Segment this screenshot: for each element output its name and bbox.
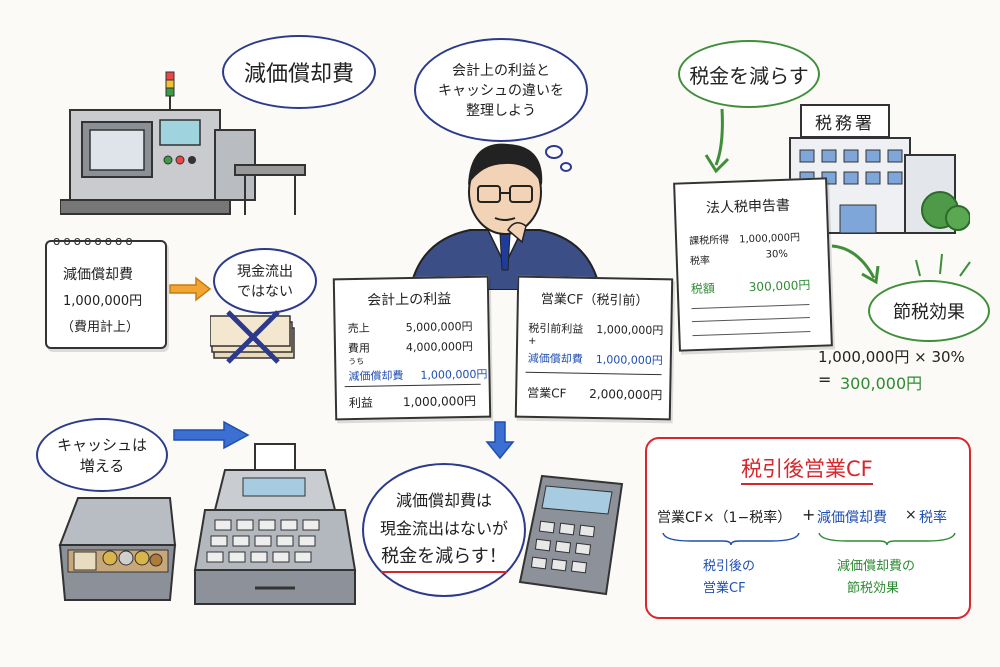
tax-calc-equals: = [818, 370, 832, 389]
note-card-spiral: 𝗈𝗈𝗈𝗈𝗈𝗈𝗈𝗈 [53, 234, 136, 248]
formula-part2: 減価償却費 [817, 510, 887, 526]
cf-total-value: 2,000,000円 [589, 386, 663, 403]
note-card-line1: 減価償却費 [63, 267, 133, 283]
cash-bubble-line2: 増える [79, 457, 125, 475]
cash-outflow-bubble: 現金流出 ではない [213, 248, 317, 314]
formula-label-right-2: 節税効果 [847, 581, 900, 596]
cf-row2-value: 1,000,000円 [595, 353, 663, 368]
cf-row1-label: 税引前利益 [528, 321, 584, 336]
crossed-banknotes-icon [210, 310, 295, 364]
calculator-illustration [518, 474, 624, 596]
tax-form-tax-value: 300,000円 [748, 278, 811, 295]
income-row-dep-label: 減価償却費 [348, 369, 404, 384]
formula-brace-left [662, 532, 800, 545]
tax-calc-line1: 1,000,000円 × 30% [818, 348, 965, 366]
income-statement-sheet: 会計上の利益 売上 5,000,000円 費用 4,000,000円 うち 減価… [332, 275, 492, 421]
cash-bubble-line1: キャッシュは [56, 436, 147, 454]
blue-arrow-right-icon [173, 420, 250, 450]
tax-form-income-label: 課税所得 [688, 234, 730, 248]
arrow-down-icon [485, 421, 515, 460]
corporate-tax-return-form: 法人税申告書 課税所得 1,000,000円 税率 30% 税額 300,000… [673, 177, 833, 352]
cash-outflow-line1: 現金流出 [237, 264, 293, 280]
cash-box-illustration [58, 497, 177, 601]
cf-sheet-divider [525, 371, 662, 376]
thought-line3: 整理しよう [466, 103, 536, 119]
thought-line2: キャッシュの違いを [438, 83, 564, 99]
depreciation-bubble: 減価償却費 [222, 35, 376, 109]
cf-row2-label: 減価償却費 [527, 351, 583, 366]
formula-part3: 税率 [919, 510, 947, 526]
industrial-machine-illustration [60, 71, 306, 215]
depreciation-note-card: 𝗈𝗈𝗈𝗈𝗈𝗈𝗈𝗈 減価償却費 1,000,000円 （費用計上） [45, 234, 167, 349]
formula-times: × [905, 507, 917, 523]
tax-form-tax-label: 税額 [690, 281, 716, 297]
cf-row1-value: 1,000,000円 [596, 323, 664, 338]
tax-effect-text: 節税効果 [893, 302, 965, 323]
key-message-line2: 現金流出はないが [379, 519, 508, 538]
income-row-sales-value: 5,000,000円 [405, 319, 473, 335]
reduce-tax-text: 税金を減らす [689, 63, 809, 88]
formula-label-left-1: 税引後の [703, 559, 756, 574]
income-row-sales-label: 売上 [347, 321, 370, 336]
income-row-expense-label: 費用 [347, 341, 371, 356]
formula-label-right-1: 減価償却費の [837, 559, 916, 574]
tax-form-title: 法人税申告書 [705, 197, 791, 217]
income-sheet-divider [344, 383, 481, 388]
formula-brace-right [818, 532, 956, 545]
income-row-dep-value: 1,000,000円 [420, 367, 488, 382]
note-card-line2: 1,000,000円 [63, 294, 143, 309]
reduce-tax-bubble: 税金を減らす [678, 40, 820, 108]
income-profit-label: 利益 [348, 395, 374, 411]
thought-dot-1 [545, 145, 563, 159]
key-message-bubble: 減価償却費は 現金流出はないが 税金を減らす！ [362, 463, 526, 597]
cf-plus: + [528, 335, 537, 347]
formula-label-left-2: 営業CF [703, 581, 746, 596]
cash-increases-bubble: キャッシュは 増える [36, 418, 168, 492]
key-message-line1: 減価償却費は [395, 491, 492, 510]
income-profit-value: 1,000,000円 [402, 393, 477, 410]
operating-cf-sheet: 営業CF（税引前） 税引前利益 1,000,000円 + 減価償却費 1,000… [514, 275, 674, 421]
arrow-right-icon [169, 276, 212, 302]
key-message-line3: 税金を減らす！ [381, 543, 507, 573]
tax-form-rate-value: 30% [765, 248, 789, 261]
tax-effect-bubble: 節税効果 [868, 280, 990, 342]
formula-title: 税引後営業CF [741, 453, 873, 485]
tax-form-income-value: 1,000,000円 [738, 232, 801, 246]
tax-office-sign-text: 税務署 [815, 113, 875, 134]
businessman-illustration [408, 143, 602, 290]
note-card-line3: （費用計上） [61, 320, 140, 335]
income-sheet-title: 会計上の利益 [367, 291, 452, 309]
thought-dot-2 [560, 162, 572, 172]
thought-bubble: 会計上の利益と キャッシュの違いを 整理しよう [414, 38, 588, 142]
cf-sheet-title: 営業CF（税引前） [540, 292, 649, 309]
formula-plus: + [802, 505, 816, 524]
depreciation-bubble-text: 減価償却費 [243, 62, 354, 87]
sparkle-lines [915, 253, 971, 277]
tax-office-sign: 税務署 [800, 104, 890, 138]
green-arrow-curve-icon [831, 244, 880, 285]
cash-register-illustration [193, 443, 357, 605]
cash-outflow-line2: ではない [237, 284, 293, 300]
thought-line1: 会計上の利益と [452, 63, 550, 79]
formula-box: 税引後営業CF 営業CF×（1−税率） + 減価償却費 × 税率 税引後の 営業… [645, 437, 971, 619]
tax-calc-result: 300,000円 [840, 374, 923, 393]
formula-part1: 営業CF×（1−税率） [657, 510, 792, 526]
green-arrow-down-icon [704, 108, 730, 174]
cf-total-label: 営業CF [527, 385, 567, 401]
tax-form-rate-label: 税率 [689, 255, 711, 268]
income-row-uchi: うち [348, 356, 365, 367]
income-row-expense-value: 4,000,000円 [405, 339, 474, 355]
